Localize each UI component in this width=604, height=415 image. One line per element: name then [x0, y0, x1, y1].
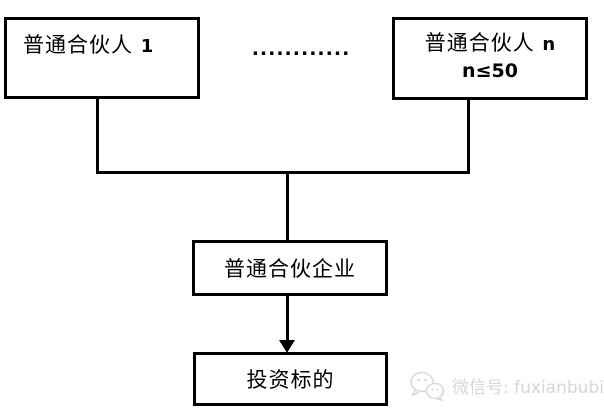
connector-right-vertical — [467, 99, 470, 174]
watermark-text: 微信号: fuxianbubin — [452, 378, 604, 398]
connector-center-vertical — [286, 171, 289, 243]
connector-horizontal-bar — [96, 171, 470, 174]
node-general-partner-1-label: 普通合伙人 1 — [23, 33, 153, 57]
node-investment-target-label: 投资标的 — [246, 368, 335, 392]
node-general-partner-1: 普通合伙人 1 — [4, 17, 200, 99]
ellipsis-separator: ............ — [251, 38, 351, 60]
wechat-icon — [409, 370, 445, 401]
node-constraint: n≤50 — [462, 60, 518, 82]
connector-left-vertical — [96, 98, 99, 174]
node-investment-target: 投资标的 — [193, 352, 388, 406]
watermark: 微信号: fuxianbubin — [409, 370, 604, 401]
arrow-shaft — [286, 294, 289, 342]
node-partnership-enterprise: 普通合伙企业 — [192, 240, 388, 296]
label-index: n — [542, 34, 556, 55]
label-text: 普通合伙人 — [424, 31, 535, 55]
node-partnership-enterprise-label: 普通合伙企业 — [224, 257, 356, 281]
label-text: 普通合伙人 — [23, 33, 133, 57]
node-general-partner-n: 普通合伙人 n n≤50 — [392, 17, 588, 100]
arrow-down-icon — [279, 340, 295, 353]
label-index: 1 — [140, 36, 154, 57]
node-general-partner-n-label: 普通合伙人 n — [425, 31, 556, 55]
